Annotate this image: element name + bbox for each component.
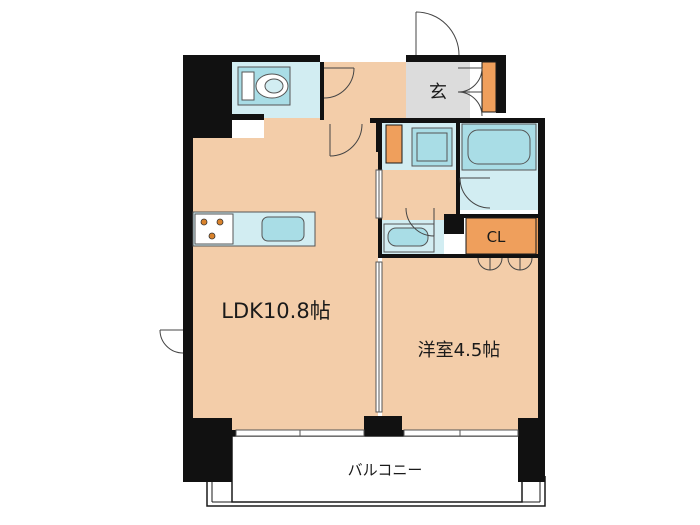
kitchen-counter-icon bbox=[192, 211, 316, 247]
western-room-label: 洋室4.5帖 bbox=[418, 340, 501, 361]
inner-hall-floor bbox=[382, 170, 458, 220]
ldk-label: LDK10.8帖 bbox=[221, 299, 330, 323]
entrance-label: 玄 bbox=[429, 82, 447, 103]
balcony bbox=[206, 435, 546, 507]
storage-units bbox=[385, 61, 537, 255]
washing-machine-pan-icon bbox=[383, 223, 435, 253]
door-swing-icon bbox=[159, 11, 533, 354]
toilet-icon bbox=[237, 66, 291, 106]
closet-label: CL bbox=[487, 228, 506, 246]
western-room-floor bbox=[382, 258, 538, 430]
entrance-floor bbox=[406, 62, 470, 120]
closet-box bbox=[465, 217, 537, 255]
sliding-doors bbox=[235, 169, 519, 437]
bathtub-icon bbox=[461, 123, 537, 171]
hall-cabinet bbox=[385, 124, 403, 164]
shoe-cabinet bbox=[481, 61, 497, 113]
hallway-floor bbox=[320, 62, 406, 120]
ldk-floor bbox=[193, 118, 378, 430]
balcony-label: バルコニー bbox=[348, 461, 423, 479]
washbasin-icon bbox=[411, 127, 453, 167]
